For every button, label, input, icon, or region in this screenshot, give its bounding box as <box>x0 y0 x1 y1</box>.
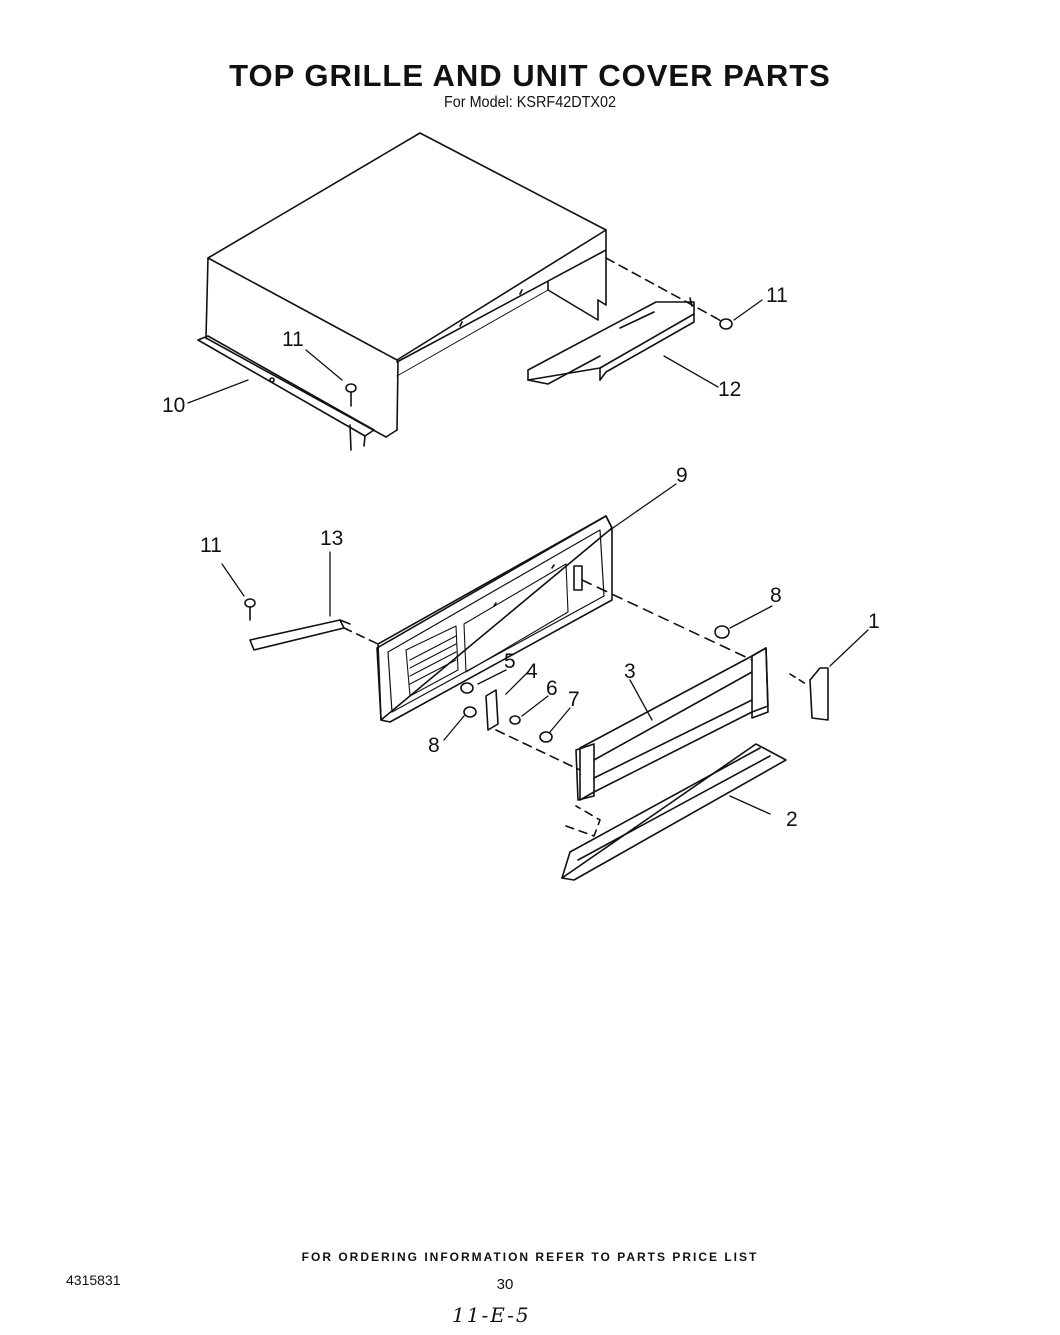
leader-lines <box>187 299 869 815</box>
cover-flange <box>197 335 375 451</box>
callout-11-top: 11 <box>766 284 788 307</box>
end-cap <box>789 667 829 721</box>
page-title: TOP GRILLE AND UNIT COVER PARTS <box>229 58 831 93</box>
callout-12: 12 <box>718 378 741 401</box>
nut-right <box>714 625 730 639</box>
callout-5: 5 <box>504 650 516 673</box>
top-grille <box>376 515 613 723</box>
callout-11-grille: 11 <box>200 534 222 557</box>
screw-left-grille <box>244 598 256 621</box>
callout-1: 1 <box>868 610 880 633</box>
callout-3: 3 <box>624 660 636 683</box>
callout-8-right: 8 <box>770 584 782 607</box>
callout-8-left: 8 <box>428 734 440 757</box>
screw-top-right <box>715 317 733 330</box>
callout-7: 7 <box>568 688 580 711</box>
bottom-trim-strip <box>561 743 787 881</box>
callout-6: 6 <box>546 677 558 700</box>
handwritten-note: 11-E-5 <box>452 1303 531 1327</box>
screw-left-cover <box>345 383 357 407</box>
callout-2: 2 <box>786 808 798 831</box>
callout-10: 10 <box>162 394 185 417</box>
document-number: 4315831 <box>66 1272 121 1288</box>
callout-4: 4 <box>526 660 538 683</box>
fastener-group <box>460 682 581 771</box>
ordering-note: FOR ORDERING INFORMATION REFER TO PARTS … <box>301 1250 759 1264</box>
page-number: 30 <box>496 1276 514 1293</box>
rear-bracket <box>527 297 695 385</box>
grille-support-bar <box>575 647 769 801</box>
callout-9: 9 <box>676 464 688 487</box>
unit-cover <box>205 132 607 438</box>
grille-strap <box>249 619 379 651</box>
callout-11-cover: 11 <box>282 328 304 351</box>
model-subtitle: For Model: KSRF42DTX02 <box>443 94 617 111</box>
callout-13: 13 <box>320 527 343 550</box>
